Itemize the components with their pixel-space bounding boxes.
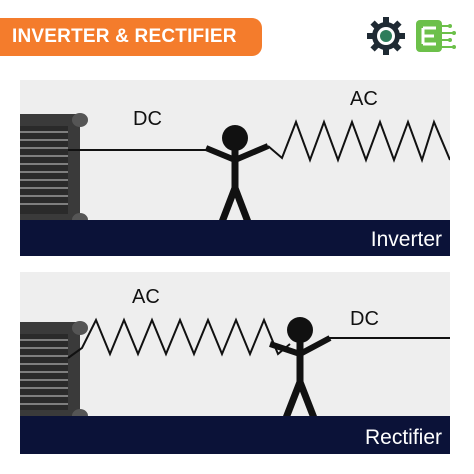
- inverter-panel: DC AC Inverter: [20, 80, 450, 256]
- rectifier-label: Rectifier: [364, 426, 442, 449]
- ac-label: AC: [132, 286, 160, 308]
- stick-figure-icon: [269, 317, 332, 420]
- ac-label: AC: [350, 88, 378, 110]
- inverter-diagram: [20, 113, 450, 256]
- ac-wave-icon: [67, 317, 291, 359]
- wire-spool-icon: [20, 113, 88, 227]
- stick-figure-icon: [204, 125, 270, 224]
- rectifier-diagram: [20, 317, 450, 454]
- title-badge: INVERTER & RECTIFIER: [0, 18, 262, 56]
- wire-spool-icon: [20, 321, 88, 423]
- dc-label: DC: [133, 108, 162, 130]
- logo-group: [366, 16, 456, 56]
- rectifier-panel: AC DC Rectifier: [20, 272, 450, 454]
- inverter-label: Inverter: [370, 228, 442, 251]
- dc-label: DC: [350, 308, 379, 330]
- gear-logo-icon: [367, 17, 405, 55]
- page-title: INVERTER & RECTIFIER: [12, 26, 237, 47]
- e-logo-icon: [416, 20, 456, 52]
- ac-wave-icon: [267, 119, 450, 164]
